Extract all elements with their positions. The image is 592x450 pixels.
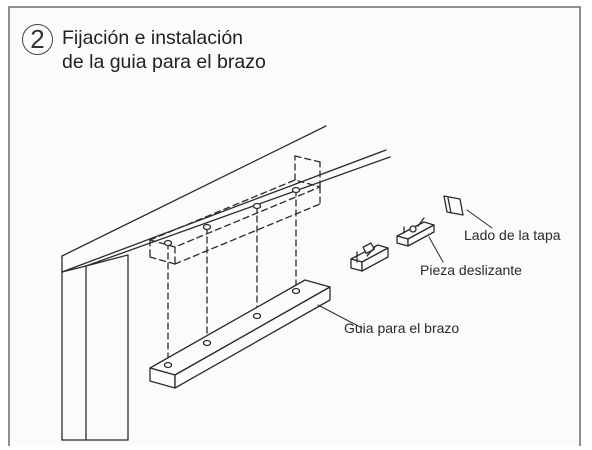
step-title: Fijación e instalación de la guia para e…: [62, 26, 266, 74]
slider-piece-left: [350, 242, 389, 272]
instruction-frame: [8, 6, 581, 446]
mounted-guide-ghost: [149, 155, 321, 265]
label-cover-side: Lado de la tapa: [464, 227, 561, 243]
callout-leaders: [317, 209, 493, 329]
label-arm-guide: Guia para el brazo: [344, 320, 460, 336]
window-frame-drawing: [61, 125, 391, 441]
ghost-holes: [163, 186, 301, 247]
cover-side-cap: [443, 195, 464, 216]
step-title-line-1: Fijación e instalación: [62, 27, 244, 49]
label-slider-piece: Pieza deslizante: [420, 262, 522, 278]
arm-guide-bar: [149, 279, 331, 389]
screw-alignment-lines: [167, 189, 297, 366]
step-number-circle: 2: [22, 24, 53, 55]
slider-piece-right: [396, 217, 435, 247]
step-title-line-2: de la guia para el brazo: [62, 51, 266, 73]
